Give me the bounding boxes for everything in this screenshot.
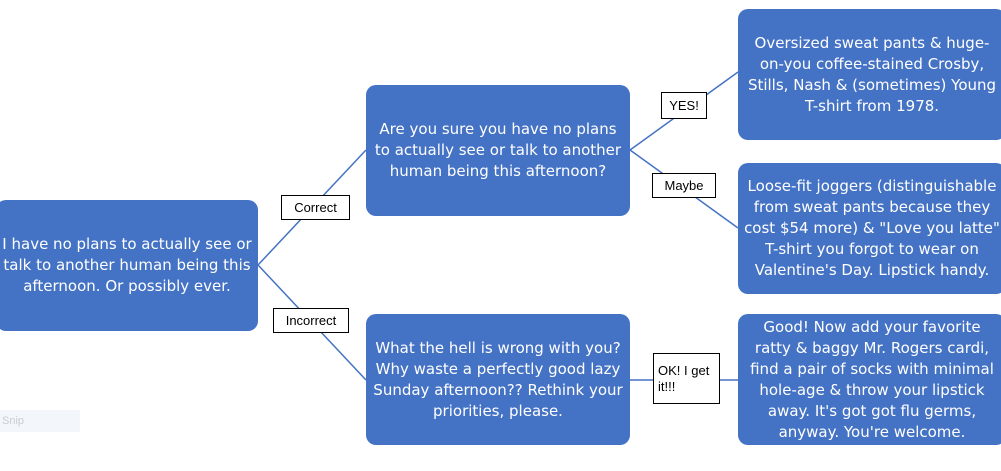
outcome-ok-text: Good! Now add your favorite ratty & bagg…	[750, 317, 994, 441]
outcome-yes-text: Oversized sweat pants & huge-on-you coff…	[747, 33, 997, 115]
question-node: Are you sure you have no plans to actual…	[366, 85, 630, 216]
label-maybe: Maybe	[652, 173, 716, 198]
outcome-yes-node: Oversized sweat pants & huge-on-you coff…	[738, 9, 1001, 140]
question-node-text: Are you sure you have no plans to actual…	[374, 120, 622, 180]
rebuke-node-text: What the hell is wrong with you? Why was…	[373, 338, 623, 420]
outcome-ok-node: Good! Now add your favorite ratty & bagg…	[738, 314, 1001, 445]
outcome-maybe-node: Loose-fit joggers (distinguishable from …	[738, 163, 1001, 294]
label-ok: OK! I get it!!!	[653, 353, 720, 404]
snip-overlay: Snip	[0, 410, 80, 432]
label-correct: Correct	[281, 195, 350, 220]
rebuke-node: What the hell is wrong with you? Why was…	[366, 314, 630, 445]
label-incorrect: Incorrect	[273, 308, 349, 333]
outcome-maybe-text: Loose-fit joggers (distinguishable from …	[744, 177, 1000, 279]
label-yes: YES!	[661, 92, 707, 119]
root-node-text: I have no plans to actually see or talk …	[2, 235, 252, 295]
root-node: I have no plans to actually see or talk …	[0, 200, 258, 331]
